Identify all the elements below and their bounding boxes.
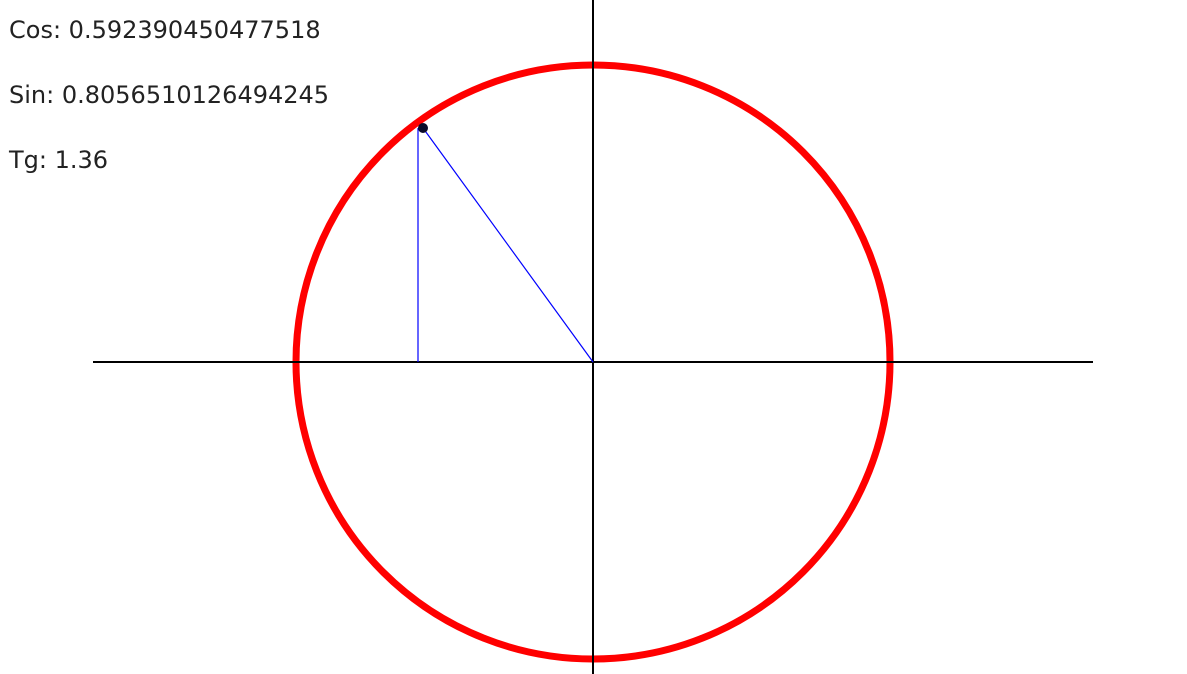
tg-label: Tg: bbox=[9, 146, 47, 174]
cos-value: 0.592390450477518 bbox=[68, 16, 321, 44]
cos-readout: Cos: 0.592390450477518 bbox=[9, 15, 321, 45]
tg-value: 1.36 bbox=[54, 146, 109, 174]
tg-readout: Tg: 1.36 bbox=[9, 145, 108, 175]
sin-value: 0.8056510126494245 bbox=[61, 81, 330, 109]
angle-point[interactable] bbox=[418, 123, 428, 133]
cos-label: Cos: bbox=[9, 16, 62, 44]
sin-readout: Sin: 0.8056510126494245 bbox=[9, 80, 329, 110]
sin-label: Sin: bbox=[9, 81, 55, 109]
radius-line bbox=[422, 127, 594, 363]
